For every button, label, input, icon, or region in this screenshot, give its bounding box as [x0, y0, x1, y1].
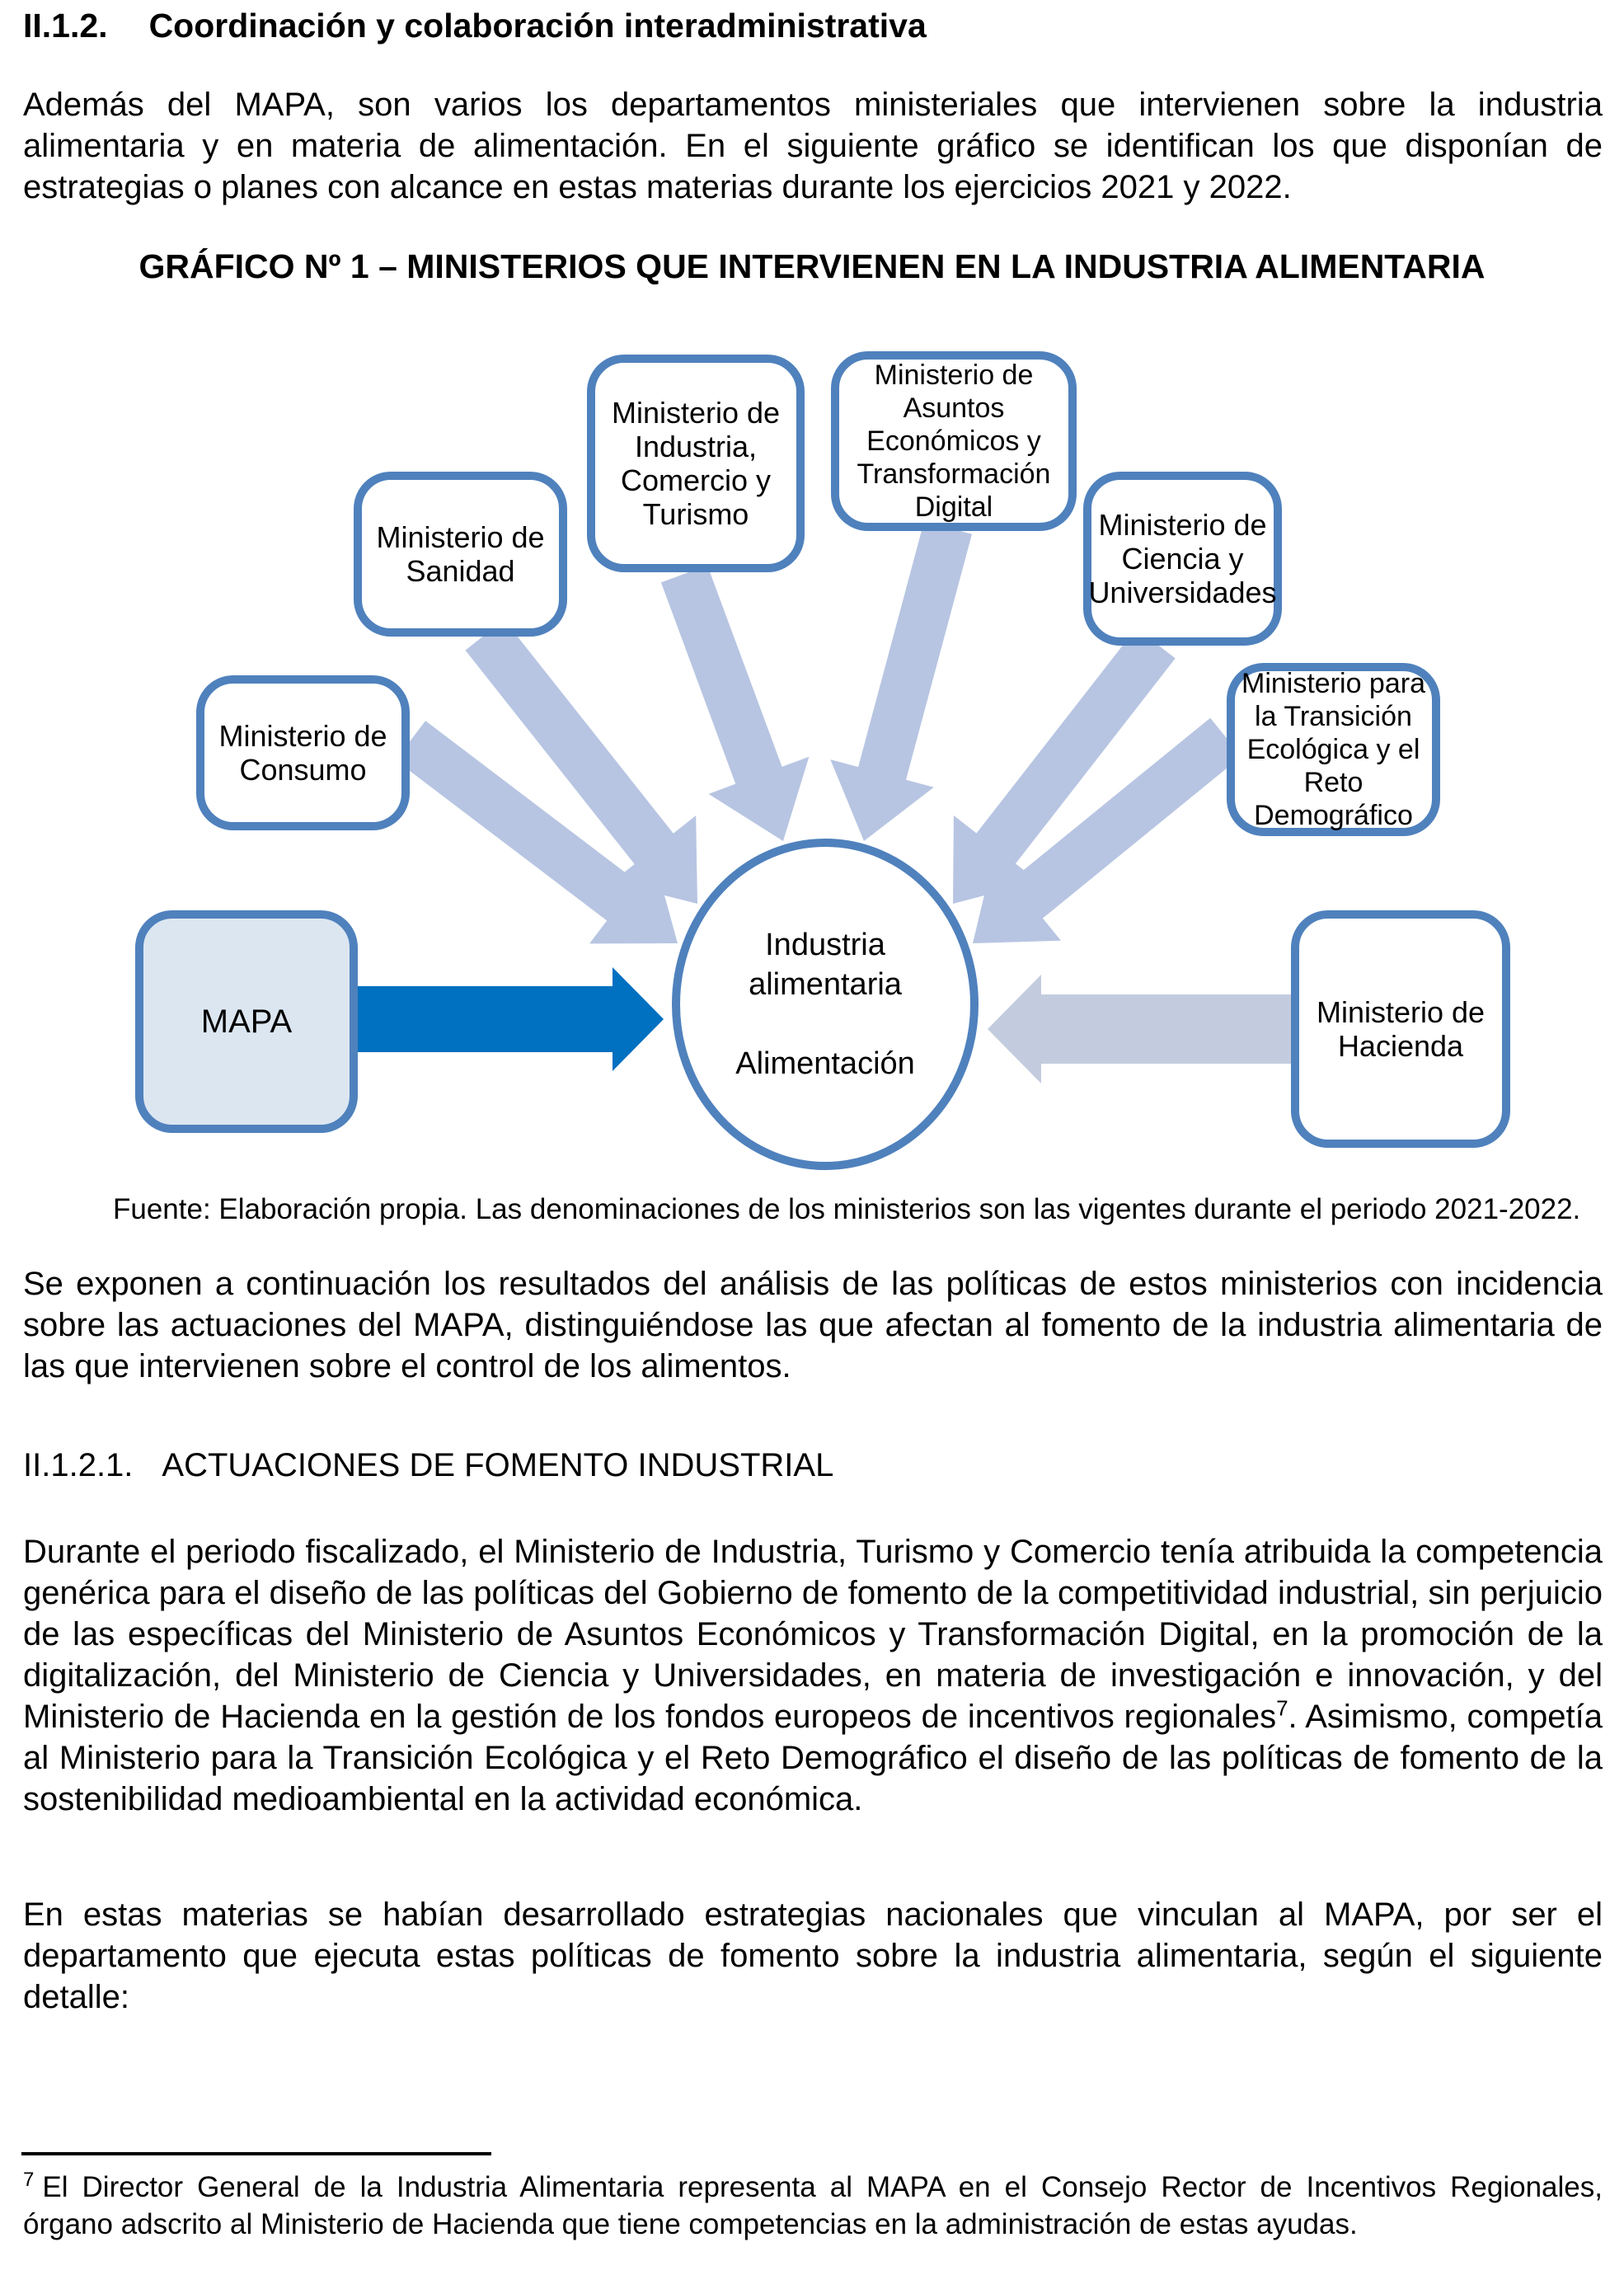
node-ministerio-hacienda: Ministerio de Hacienda [1291, 910, 1510, 1148]
central-circle-label: Industria alimentaria Alimentación [735, 928, 915, 1081]
arrow-asuntos [830, 521, 972, 841]
node-label: Ministerio de Consumo [218, 719, 387, 787]
node-label: Ministerio de Ciencia y Universidades [1088, 508, 1277, 609]
node-label: Ministerio de Hacienda [1316, 995, 1486, 1063]
paragraph-results: Se exponen a continuación los resultados… [23, 1266, 1603, 1384]
paragraph-fomento: Durante el periodo fiscalizado, el Minis… [23, 1531, 1603, 1820]
paragraph-intro: Además del MAPA, son varios los departam… [23, 87, 1603, 205]
node-ministerio-sanidad: Ministerio de Sanidad [354, 472, 567, 637]
subsection-title: ACTUACIONES DE FOMENTO INDUSTRIAL [162, 1447, 834, 1483]
node-ministerio-asuntos-economicos: Ministerio de Asuntos Económicos y Trans… [831, 351, 1077, 531]
figure-title: GRÁFICO Nº 1 – MINISTERIOS QUE INTERVIEN… [138, 247, 1486, 285]
arrow-sanidad [465, 619, 697, 904]
subsection-number: II.1.2.1. [23, 1447, 134, 1483]
footnote-separator [21, 2152, 491, 2155]
footnote-reference-7: 7 [1276, 1695, 1288, 1721]
arrow-hacienda [988, 975, 1292, 1083]
paragraph-estrategias: En estas materias se habían desarrollado… [23, 1897, 1603, 2015]
node-label: MAPA [200, 1003, 293, 1040]
arrow-transicion [973, 717, 1241, 943]
node-ministerio-consumo: Ministerio de Consumo [196, 675, 410, 830]
node-mapa: MAPA [135, 910, 358, 1133]
footnote-text: El Director General de la Industria Alim… [23, 2171, 1603, 2240]
node-label: Ministerio de Industria, Comercio y Turi… [611, 396, 781, 531]
node-ministerio-industria-comercio-turismo: Ministerio de Industria, Comercio y Turi… [587, 355, 805, 572]
section-heading: II.1.2. Coordinación y colaboración inter… [23, 7, 927, 45]
node-ministerio-transicion-ecologica: Ministerio para la Transición Ecológica … [1227, 663, 1440, 836]
paragraph-fomento-text: Durante el periodo fiscalizado, el Minis… [23, 1534, 1603, 1735]
grafico-1-diagram: Ministerio de Industria, Comercio y Turi… [0, 346, 1624, 1183]
section-number: II.1.2. [23, 7, 108, 45]
diagram-canvas [357, 521, 1292, 1170]
arrow-industria [660, 565, 810, 841]
subsection-heading: II.1.2.1. ACTUACIONES DE FOMENTO INDUSTRI… [23, 1447, 833, 1484]
node-label: Ministerio de Asuntos Económicos y Trans… [857, 360, 1051, 523]
central-ellipse [672, 839, 979, 1170]
arrow-consumo [395, 721, 678, 944]
node-label: Ministerio para la Transición Ecológica … [1241, 668, 1425, 831]
node-ministerio-ciencia-universidades: Ministerio de Ciencia y Universidades [1083, 472, 1282, 646]
node-label: Ministerio de Sanidad [376, 520, 545, 588]
paragraph-fomento-text-cont: . Asimismo, competía al Ministerio para … [23, 1699, 1603, 1817]
arrow-mapa [357, 967, 664, 1071]
arrow-layer [357, 521, 1292, 1083]
footnote-number: 7 [23, 2169, 35, 2192]
arrow-ciencia [953, 627, 1176, 904]
section-title: Coordinación y colaboración interadminis… [148, 7, 927, 45]
figure-source: Fuente: Elaboración propia. Las denomina… [113, 1193, 1581, 1225]
